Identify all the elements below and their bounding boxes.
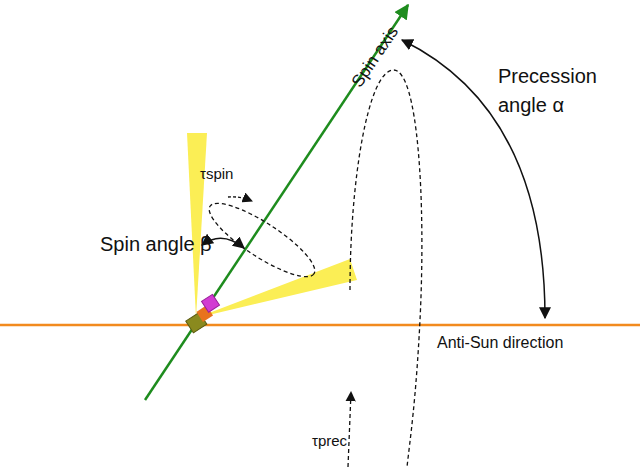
beam <box>187 133 207 318</box>
axis-label: Spin axis <box>347 23 402 92</box>
angle-label: Precession angle α <box>498 62 618 120</box>
precession-path <box>350 70 422 467</box>
period-label: τprec <box>312 432 347 450</box>
spin-path <box>201 192 324 288</box>
spin-direction-arrow <box>228 197 252 201</box>
direction-label: Anti-Sun direction <box>437 333 563 352</box>
spacecraft <box>181 294 224 333</box>
period-label: τspin <box>200 165 233 183</box>
anti-sun-line <box>0 324 640 327</box>
angle-label: Spin angle β <box>100 232 212 256</box>
spin-axis <box>145 5 408 400</box>
precession-direction-arrow <box>348 392 351 467</box>
